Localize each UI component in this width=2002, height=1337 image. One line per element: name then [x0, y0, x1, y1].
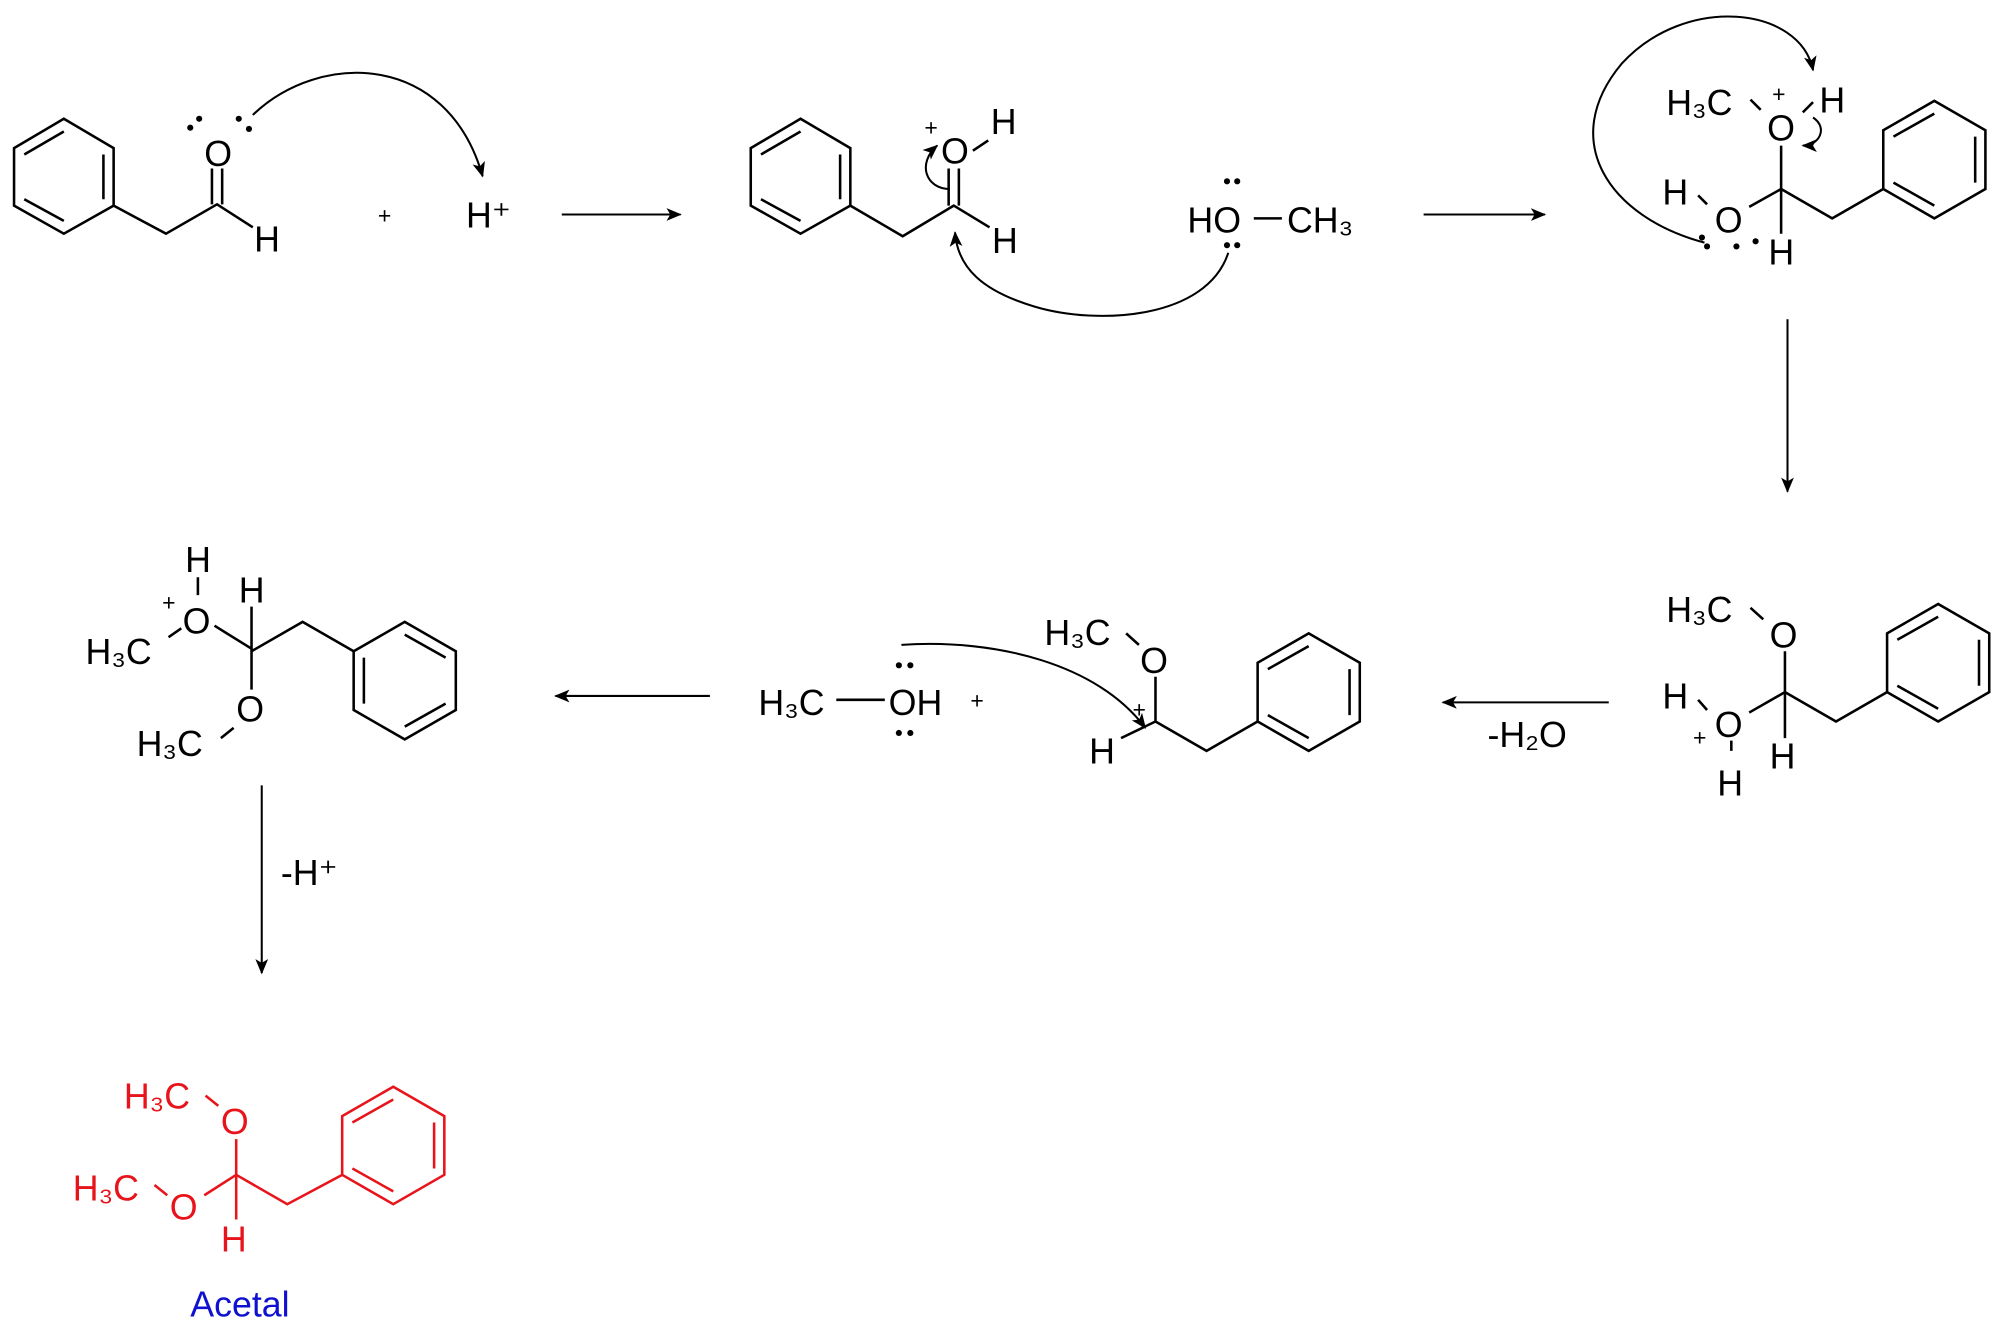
positive-charge: + — [1693, 725, 1706, 751]
atom-oxygen: O — [941, 131, 969, 171]
atom-oxygen: O — [1140, 641, 1168, 681]
methyl-group-top: H₃C — [124, 1076, 190, 1116]
atom-oxygen-left: O — [1715, 705, 1743, 745]
atom-hydrogen-top: H — [1819, 80, 1845, 120]
atom-oxygen-left: O — [170, 1188, 198, 1228]
curved-arrow-oh-bond — [1801, 116, 1822, 152]
atom-hydrogen-carbon: H — [239, 571, 265, 611]
methyl-group: H₃C — [1044, 613, 1110, 653]
atom-hydrogen-bottom: H — [1768, 232, 1794, 272]
methyl-group-top: H₃C — [86, 632, 152, 672]
bonds — [1697, 606, 1888, 751]
methanol-oh: OH — [889, 683, 943, 723]
methyl-group-bottom: H₃C — [137, 724, 203, 764]
curved-arrow-protonation — [252, 71, 485, 178]
atom-hydrogen-oxygen: H — [185, 540, 211, 580]
bonds — [167, 577, 355, 740]
benzene-ring — [352, 620, 458, 741]
ring-double-bonds — [1896, 615, 1981, 710]
protonated-aldehyde: + O H H — [749, 102, 1018, 261]
atom-oxygen: O — [204, 134, 232, 174]
atom-hydrogen-carbon: H — [992, 221, 1018, 261]
methanol-2: H₃C OH — [758, 662, 943, 737]
ring-double-bonds — [351, 1098, 436, 1193]
atom-oxygen-top: O — [221, 1102, 249, 1142]
oxocarbenium-ion: H₃C O + H — [1044, 613, 1362, 772]
atom-hydrogen-left: H — [1662, 677, 1688, 717]
bonds — [1697, 98, 1884, 234]
plus-sign: + — [970, 688, 983, 714]
methanol-1: HO CH₃ — [1187, 178, 1353, 249]
tetrahedral-intermediate: H₃C + O H H O H — [1592, 15, 1987, 272]
curved-arrow-pi-shift — [922, 144, 950, 191]
bonds — [1120, 632, 1259, 753]
phenylacetaldehyde: O H — [12, 115, 280, 260]
positive-charge: + — [1772, 81, 1785, 107]
methyl-group: H₃C — [1666, 590, 1732, 630]
methyl-group-left: H₃C — [73, 1168, 139, 1208]
curved-arrow-proton-transfer — [1592, 15, 1817, 244]
atom-oxygen-top: O — [1770, 615, 1798, 655]
atom-oxygen-top: O — [183, 601, 211, 641]
atom-hydrogen-left: H — [1662, 172, 1688, 212]
benzene-ring — [749, 117, 852, 236]
methanol-ch3: CH₃ — [1287, 200, 1353, 240]
benzene-ring — [1256, 631, 1362, 753]
product-label: Acetal — [190, 1285, 289, 1325]
ring-double-bonds — [1892, 112, 1977, 207]
atom-hydrogen: H — [1089, 732, 1115, 772]
chain-bonds — [849, 139, 991, 238]
benzene-ring — [1885, 602, 1991, 723]
methanol-h3c: H₃C — [758, 683, 824, 723]
atom-hydrogen-oxygen: H — [1717, 764, 1743, 804]
ring-double-bonds — [760, 130, 842, 223]
positive-charge: + — [924, 114, 937, 140]
chain-bonds — [113, 168, 254, 236]
ring-double-bonds — [362, 633, 447, 728]
protonated-hemiacetal: H₃C O H + O H H — [1662, 590, 1991, 804]
proton: H⁺ — [466, 195, 511, 235]
positive-charge: + — [162, 589, 175, 615]
atom-hydrogen-oxygen: H — [991, 102, 1017, 142]
lone-pairs — [187, 115, 253, 133]
atom-oxygen-bottom: O — [236, 689, 264, 729]
benzene-ring — [12, 117, 115, 236]
benzene-ring — [340, 1085, 446, 1206]
curved-arrow-methanol-attack — [901, 642, 1147, 729]
acetal-product: H₃C O H₃C O H — [73, 1076, 446, 1259]
atom-oxygen-left: O — [1715, 200, 1743, 240]
ring-double-bonds — [23, 130, 105, 223]
condition-loss-of-water: -H₂O — [1487, 715, 1566, 755]
bonds — [153, 1094, 343, 1220]
ring-double-bonds — [1267, 645, 1351, 740]
atom-hydrogen-carbon: H — [1770, 737, 1796, 777]
methanol-ho: HO — [1187, 200, 1241, 240]
benzene-ring — [1881, 99, 1987, 220]
atom-hydrogen: H — [221, 1219, 247, 1259]
curved-arrow-nucleophilic-attack — [949, 231, 1230, 317]
protonated-acetal: H + O H H₃C O H₃C — [86, 540, 458, 764]
atom-hydrogen: H — [254, 220, 280, 260]
condition-loss-of-proton: -H⁺ — [281, 853, 338, 893]
atom-oxygen-top: O — [1767, 108, 1795, 148]
methyl-group: H₃C — [1666, 83, 1732, 123]
plus-sign: + — [378, 202, 391, 228]
